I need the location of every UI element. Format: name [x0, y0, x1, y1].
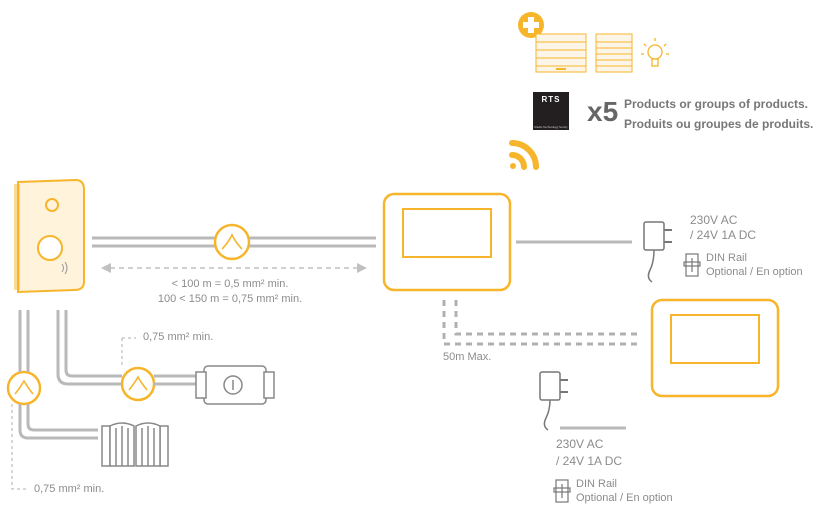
light-bulb-icon: [641, 38, 669, 67]
section-bottom-label: 0,75 mm² min.: [34, 483, 105, 495]
power-adapter-icon: [539, 371, 568, 431]
upper-optional: Optional / En option: [706, 266, 803, 278]
distance-arrow: [101, 263, 367, 273]
upper-voltage-ac: 230V AC: [690, 213, 738, 227]
lower-voltage-ac: 230V AC: [556, 437, 604, 451]
lower-optional: Optional / En option: [576, 492, 673, 504]
products-fr: Produits ou groupes de produits.: [624, 117, 814, 131]
rts-multiplier: x5: [587, 96, 619, 127]
din-rail-icon: [683, 253, 701, 277]
roller-shutter-icon: [535, 33, 587, 73]
lower-din-rail: DIN Rail: [576, 478, 617, 490]
products-en: Products or groups of products.: [624, 97, 809, 111]
rts-logo-subtext: Radio Technology Somfy: [534, 125, 568, 129]
gate-icon: [101, 422, 169, 467]
indoor-monitor-icon: [382, 192, 512, 292]
din-rail-icon: [553, 479, 571, 503]
upper-voltage-dc: / 24V 1A DC: [690, 228, 757, 242]
door-lock-icon: [195, 365, 275, 405]
section-leaders: [11, 337, 136, 490]
distance-short-label: < 100 m = 0,5 mm² min.: [171, 278, 289, 290]
lower-voltage-dc: / 24V 1A DC: [556, 454, 623, 468]
power-adapter-icon: [643, 221, 672, 283]
plus-icon: [518, 12, 544, 38]
rts-logo-text: RTS: [541, 95, 561, 104]
wifi-signal-icon: [509, 140, 539, 170]
rts-logo: RTS Radio Technology Somfy: [533, 92, 569, 130]
max-length-label: 50m Max.: [443, 351, 492, 363]
distance-long-label: 100 < 150 m = 0,75 mm² min.: [157, 293, 303, 305]
lock-gate-cables: [18, 310, 200, 440]
cable-junction-icon: [6, 223, 251, 406]
secondary-monitor-icon: [650, 298, 780, 398]
door-station-icon: [14, 178, 85, 294]
secondary-bus-cable: [442, 300, 640, 346]
upper-din-rail: DIN Rail: [706, 252, 747, 264]
section-top-label: 0,75 mm² min.: [143, 331, 214, 343]
garage-door-icon: [595, 33, 633, 73]
